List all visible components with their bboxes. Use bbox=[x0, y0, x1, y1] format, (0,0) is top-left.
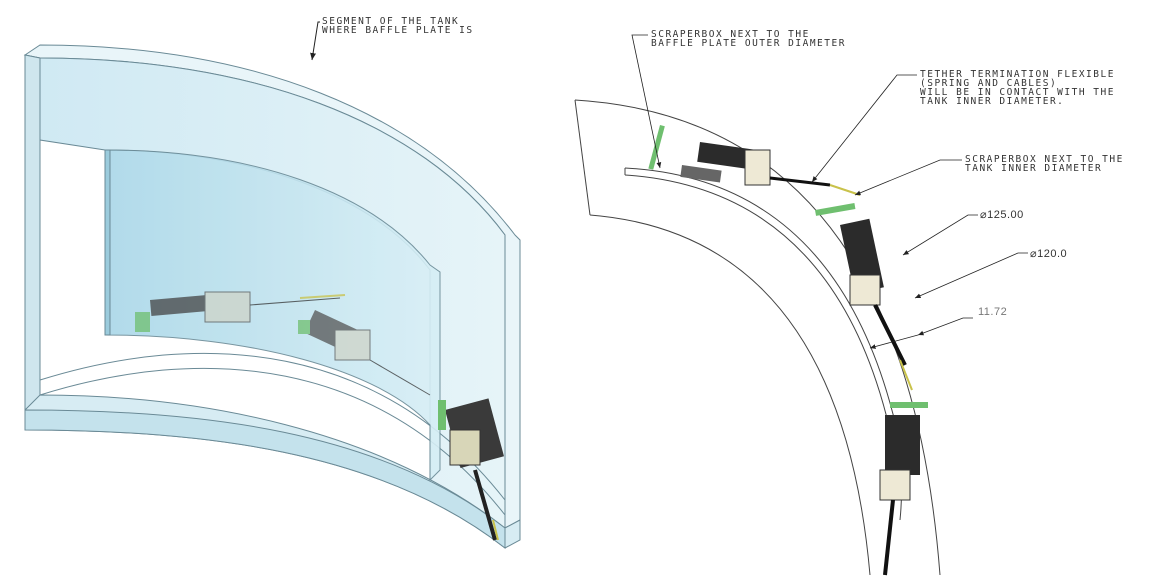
callout-tether-termination: TETHER TERMINATION FLEXIBLE(SPRING AND C… bbox=[920, 69, 1115, 107]
callout-line: (SPRING AND CABLES) bbox=[920, 78, 1058, 89]
robot-left-2 bbox=[298, 310, 431, 396]
dimension-inner-diameter: ⌀120.0 bbox=[1030, 248, 1068, 260]
leader-tank bbox=[310, 21, 320, 61]
dimension-gap: 11.72 bbox=[978, 306, 1008, 318]
robot-left-1 bbox=[135, 291, 346, 332]
callout-line: SCRAPERBOX NEXT TO THE bbox=[651, 29, 810, 40]
callout-line: SEGMENT OF THE TANK bbox=[322, 16, 460, 27]
robot-left-3 bbox=[438, 398, 504, 541]
leaders-right bbox=[631, 34, 1028, 349]
callout-line: WILL BE IN CONTACT WITH THE bbox=[920, 87, 1115, 98]
robot-right-1 bbox=[648, 125, 861, 196]
robot-right-3 bbox=[879, 402, 928, 576]
callout-line: TANK INNER DIAMETER. bbox=[920, 96, 1065, 107]
robot-right-2 bbox=[815, 203, 913, 391]
callout-line: TETHER TERMINATION FLEXIBLE bbox=[920, 69, 1115, 80]
dimension-outer-diameter: ⌀125.00 bbox=[980, 209, 1024, 221]
callout-line: SCRAPERBOX NEXT TO THE bbox=[965, 154, 1124, 165]
baffle-plate-3d bbox=[104, 149, 441, 482]
callout-line: BAFFLE PLATE OUTER DIAMETER bbox=[651, 38, 846, 49]
callout-line: WHERE BAFFLE PLATE IS bbox=[322, 25, 474, 36]
callout-line: TANK INNER DIAMETER bbox=[965, 163, 1103, 174]
